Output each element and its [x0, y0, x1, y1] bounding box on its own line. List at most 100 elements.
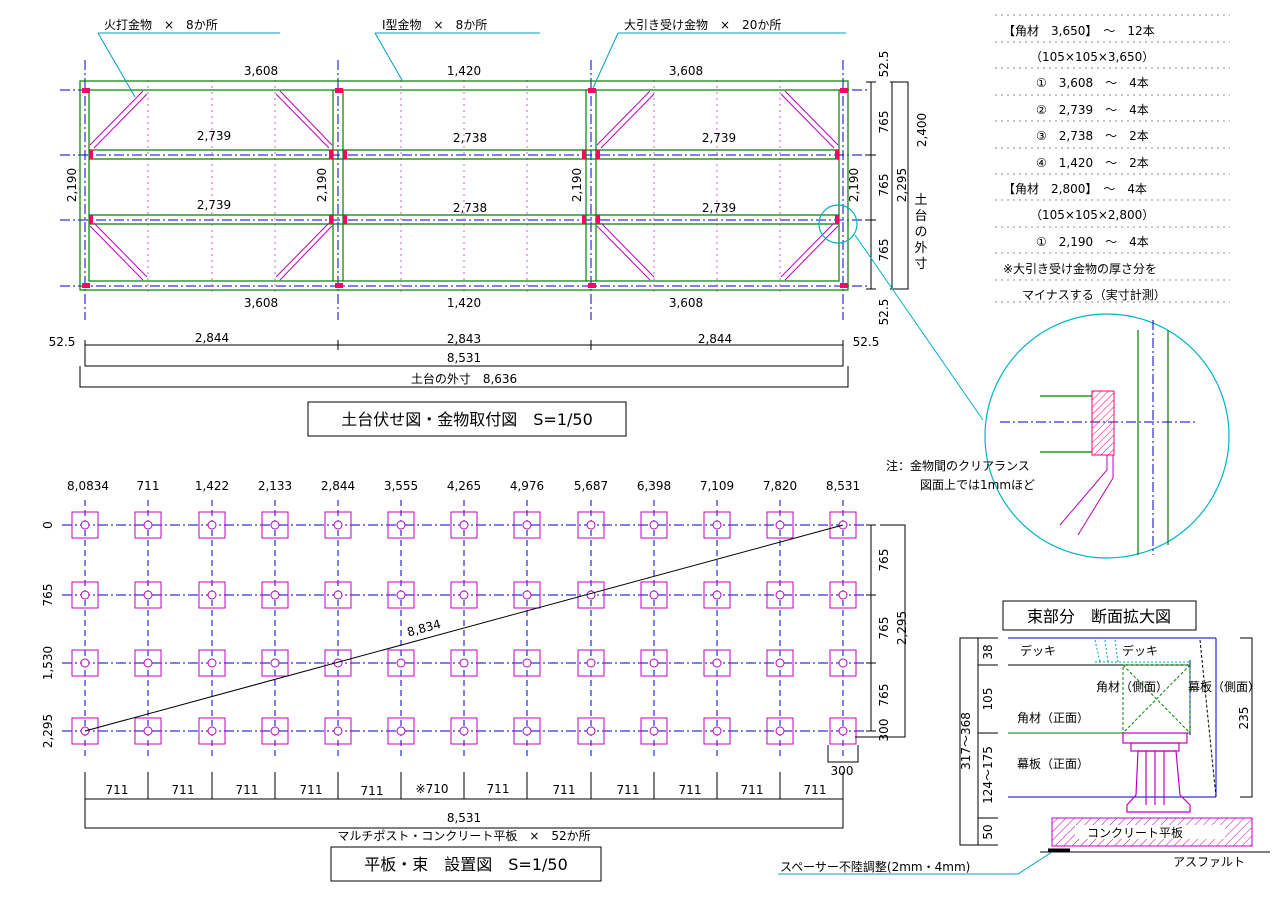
bottom-length-3: 3,608 — [669, 296, 703, 310]
post-r1-c11 — [775, 590, 785, 600]
plan1-pink-grid — [147, 80, 781, 295]
concrete-slab-r3-c12 — [829, 717, 857, 745]
pitch-8: 711 — [553, 783, 576, 797]
concrete-slab-r0-c8 — [577, 511, 605, 539]
post-r2-c3 — [270, 658, 280, 668]
post-r3-c6 — [459, 726, 469, 736]
post-r0-c8 — [586, 520, 596, 530]
post-r0-c3 — [270, 520, 280, 530]
x-label-7: 4,976 — [510, 479, 544, 493]
concrete-slab-r3-c8 — [577, 717, 605, 745]
plan2-bottom-total: 8,531 — [447, 811, 481, 825]
post-r0-c2 — [207, 520, 217, 530]
right-dim-outer: 2,400 — [915, 113, 929, 147]
plan1-braces — [89, 90, 839, 281]
x-label-3: 2,133 — [258, 479, 292, 493]
x-label-8: 5,687 — [574, 479, 608, 493]
right-outer-label: 土台の外寸 — [914, 193, 927, 272]
post-r0-c11 — [775, 520, 785, 530]
post-r0-c5 — [396, 520, 406, 530]
post-r1-c10 — [712, 590, 722, 600]
concrete-slab-r1-c5 — [387, 581, 415, 609]
x-label-4: 2,844 — [321, 479, 355, 493]
post-r1-c4 — [333, 590, 343, 600]
plan1-bottom-dims — [79, 340, 849, 388]
material-line-6: ④ 1,420 ～ 2本 — [1036, 156, 1149, 170]
concrete-slab-r0-c1 — [134, 511, 162, 539]
concrete-slab-r3-c9 — [640, 717, 668, 745]
section-dim-38: 38 — [981, 644, 995, 659]
y-label-0: 0 — [41, 521, 55, 529]
callout-beam-receiver: 大引き受け金物 × 20か所 — [624, 17, 781, 32]
vertical-length-3: 2,190 — [570, 168, 584, 202]
bottom-dim-right: 52.5 — [853, 335, 880, 349]
concrete-slab-r0-c0 — [71, 511, 99, 539]
bottom-dim-total: 8,531 — [447, 351, 481, 365]
post-r2-c10 — [712, 658, 722, 668]
section-right-dim — [1240, 637, 1253, 798]
bottom-dim-outer: 土台の外寸 8,636 — [411, 371, 517, 386]
diagonal-label: 8,834 — [406, 617, 443, 639]
concrete-slab-r3-c2 — [198, 717, 226, 745]
bottom-length-2: 1,420 — [447, 296, 481, 310]
post-r1-c8 — [586, 590, 596, 600]
right-outer-label-text: 土台の外寸 — [914, 193, 927, 272]
post-r1-c9 — [649, 590, 659, 600]
concrete-slab-r2-c1 — [134, 649, 162, 677]
concrete-slab-r0-c3 — [261, 511, 289, 539]
concrete-slab-r1-c6 — [450, 581, 478, 609]
concrete-slab-r1-c7 — [513, 581, 541, 609]
material-line-3: ① 3,608 ～ 4本 — [1036, 76, 1149, 90]
vertical-length-4: 2,190 — [847, 168, 861, 202]
section-detail: 束部分 断面拡大図 38 105 124～175 50 317～368 — [778, 600, 1270, 875]
material-line-8: （105×105×2,800） — [1030, 208, 1154, 222]
plan2-posts — [71, 511, 857, 745]
plan2-right-765-3: 765 — [877, 684, 891, 707]
plan2-right-765-1: 765 — [877, 549, 891, 572]
y-label-2: 1,530 — [41, 646, 55, 680]
concrete-slab-r0-c11 — [766, 511, 794, 539]
section-dim-124-175: 124～175 — [981, 746, 995, 804]
post-r2-c2 — [207, 658, 217, 668]
y-label-1: 765 — [41, 584, 55, 607]
plan2-bottom-dims — [84, 745, 859, 829]
x-label-10: 7,109 — [700, 479, 734, 493]
bottom-dim-1: 2,844 — [195, 331, 229, 345]
plan1-metal-fittings — [82, 88, 848, 288]
concrete-slab-r2-c3 — [261, 649, 289, 677]
plan1-right-dims — [866, 81, 909, 290]
post-r0-c1 — [143, 520, 153, 530]
concrete-slab-r0-c10 — [703, 511, 731, 539]
concrete-slab-r0-c4 — [324, 511, 352, 539]
concrete-slab-r1-c10 — [703, 581, 731, 609]
x-label-0: 8,0834 — [67, 479, 109, 493]
concrete-slab-r3-c1 — [134, 717, 162, 745]
vertical-length-2: 2,190 — [315, 168, 329, 202]
bottom-dim-2: 2,843 — [447, 332, 481, 346]
top-length-3: 3,608 — [669, 64, 703, 78]
plan2-right-dims — [855, 524, 906, 738]
post-r1-c0 — [80, 590, 90, 600]
concrete-slab-r1-c9 — [640, 581, 668, 609]
concrete-slab-r3-c11 — [766, 717, 794, 745]
mid2-length-1: 2,739 — [197, 198, 231, 212]
section-dim-235: 235 — [1237, 707, 1251, 730]
concrete-slab-r3-c10 — [703, 717, 731, 745]
pitch-5: 711 — [361, 784, 384, 798]
plan2-right-total: 2,295 — [895, 611, 909, 645]
pitch-4: 711 — [300, 783, 323, 797]
label-beam-side: 角材（側面） — [1096, 680, 1168, 694]
label-beam-front: 角材（正面） — [1017, 711, 1089, 725]
plan1-callout-leaders — [97, 32, 846, 98]
pitch-1: 711 — [106, 783, 129, 797]
pitch-6: ※710 — [416, 782, 449, 796]
concrete-slab-r2-c8 — [577, 649, 605, 677]
post-r2-c6 — [459, 658, 469, 668]
concrete-slab-r0-c7 — [513, 511, 541, 539]
concrete-slab-r2-c12 — [829, 649, 857, 677]
label-deck-2: デッキ — [1122, 643, 1158, 658]
concrete-slab-r2-c7 — [513, 649, 541, 677]
x-label-6: 4,265 — [447, 479, 481, 493]
section-title: 束部分 断面拡大図 — [1027, 607, 1171, 626]
